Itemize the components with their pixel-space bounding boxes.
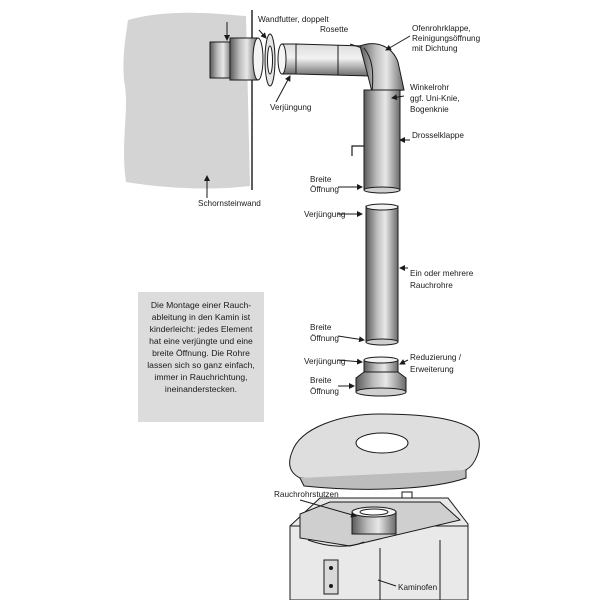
label-reduzierung-2: Erweiterung bbox=[410, 365, 454, 374]
label-ofenrohrklappe-1: Ofenrohrklappe, bbox=[412, 24, 471, 33]
rosette bbox=[264, 33, 276, 87]
label-ofenrohrklappe-3: mit Dichtung bbox=[412, 44, 458, 53]
info-line: hat eine verjüngte und eine bbox=[149, 336, 253, 346]
label-winkelrohr-2: ggf. Uni-Knie, bbox=[410, 94, 460, 103]
reducer-top bbox=[277, 43, 297, 75]
info-line: kinderleicht: jedes Element bbox=[149, 324, 253, 334]
label-reduzierung-1: Reduzierung / bbox=[410, 353, 462, 362]
label-ofenrohrklappe-2: Reinigungsöffnung bbox=[412, 34, 481, 43]
label-rauchrohre-1: Ein oder mehrere bbox=[410, 269, 474, 278]
info-line: Die Montage einer Rauch- bbox=[150, 300, 252, 310]
label-breite-1a: Breite bbox=[310, 175, 332, 184]
label-verjuengung-top: Verjüngung bbox=[270, 103, 312, 112]
label-breite-2b: Öffnung bbox=[310, 333, 339, 343]
wall-sleeve bbox=[209, 37, 264, 81]
label-schornsteinwand: Schornsteinwand bbox=[198, 199, 261, 208]
label-winkelrohr-3: Bogenknie bbox=[410, 105, 449, 114]
label-winkelrohr-1: Winkelrohr bbox=[410, 83, 449, 92]
label-breite-3a: Breite bbox=[310, 376, 332, 385]
chimney-wall bbox=[123, 10, 253, 190]
stove-top-plate bbox=[289, 413, 480, 490]
label-rosette: Rosette bbox=[320, 25, 349, 34]
info-line: ableitung in den Kamin ist bbox=[151, 312, 251, 322]
info-line: breite Öffnung. Die Rohre bbox=[152, 348, 250, 358]
label-wandfutter: Wandfutter, doppelt bbox=[258, 15, 329, 24]
reducer-enlarger bbox=[355, 356, 407, 397]
info-line: lassen sich so ganz einfach, bbox=[147, 360, 255, 370]
label-drosselklappe: Drosselklappe bbox=[412, 131, 464, 140]
label-verjuengung-mid: Verjüngung bbox=[304, 210, 346, 219]
wall-arrows bbox=[204, 22, 291, 198]
label-verjuengung-low: Verjüngung bbox=[304, 357, 346, 366]
label-rauchrohre-2: Rauchrohre bbox=[410, 281, 453, 290]
label-breite-1b: Öffnung bbox=[310, 184, 339, 194]
label-breite-3b: Öffnung bbox=[310, 386, 339, 396]
middle-pipe bbox=[365, 203, 399, 346]
damper-handle bbox=[351, 145, 364, 156]
info-box: Die Montage einer Rauch- ableitung in de… bbox=[138, 292, 264, 422]
info-line: ineinanderstecken. bbox=[164, 384, 238, 394]
right-arrows bbox=[337, 35, 411, 389]
diagram-labels: Wandfutter, doppelt Rosette Verjüngung S… bbox=[198, 15, 481, 592]
label-breite-2a: Breite bbox=[310, 323, 332, 332]
label-rauchrohrstutzen: Rauchrohrstutzen bbox=[274, 490, 339, 499]
label-kaminofen: Kaminofen bbox=[398, 583, 438, 592]
stove-body bbox=[289, 497, 469, 600]
info-line: immer in Rauchrichtung, bbox=[154, 372, 248, 382]
upper-vertical-pipe bbox=[363, 89, 401, 194]
bottom-leaders bbox=[299, 499, 397, 587]
elbow-pipe bbox=[359, 43, 405, 93]
